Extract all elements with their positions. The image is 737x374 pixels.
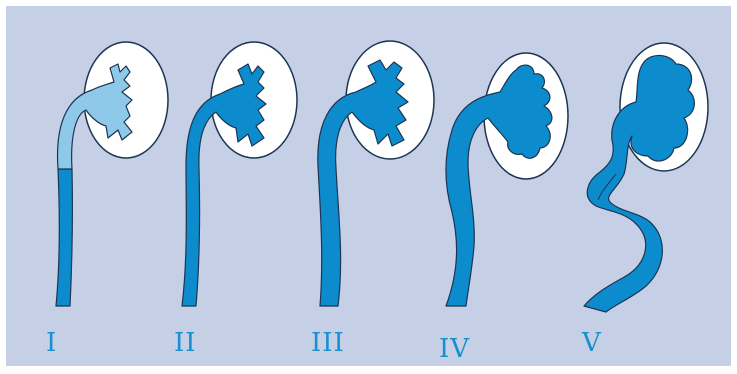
collecting-system-grade-3: [318, 60, 408, 306]
ureter-lower-grade-1: [56, 169, 72, 306]
grade-label-2: II: [174, 328, 197, 358]
grade-label-3: III: [311, 328, 345, 358]
reflux-grades-svg: [6, 6, 731, 366]
grade-label-5: V: [582, 328, 602, 358]
collecting-system-grade-5: [584, 55, 694, 312]
collecting-system-grade-4: [446, 65, 552, 306]
diagram-panel: I II III IV V: [6, 6, 731, 366]
grade-label-4: IV: [439, 334, 470, 364]
collecting-system-grade-2: [182, 64, 266, 306]
grade-label-1: I: [46, 328, 57, 358]
